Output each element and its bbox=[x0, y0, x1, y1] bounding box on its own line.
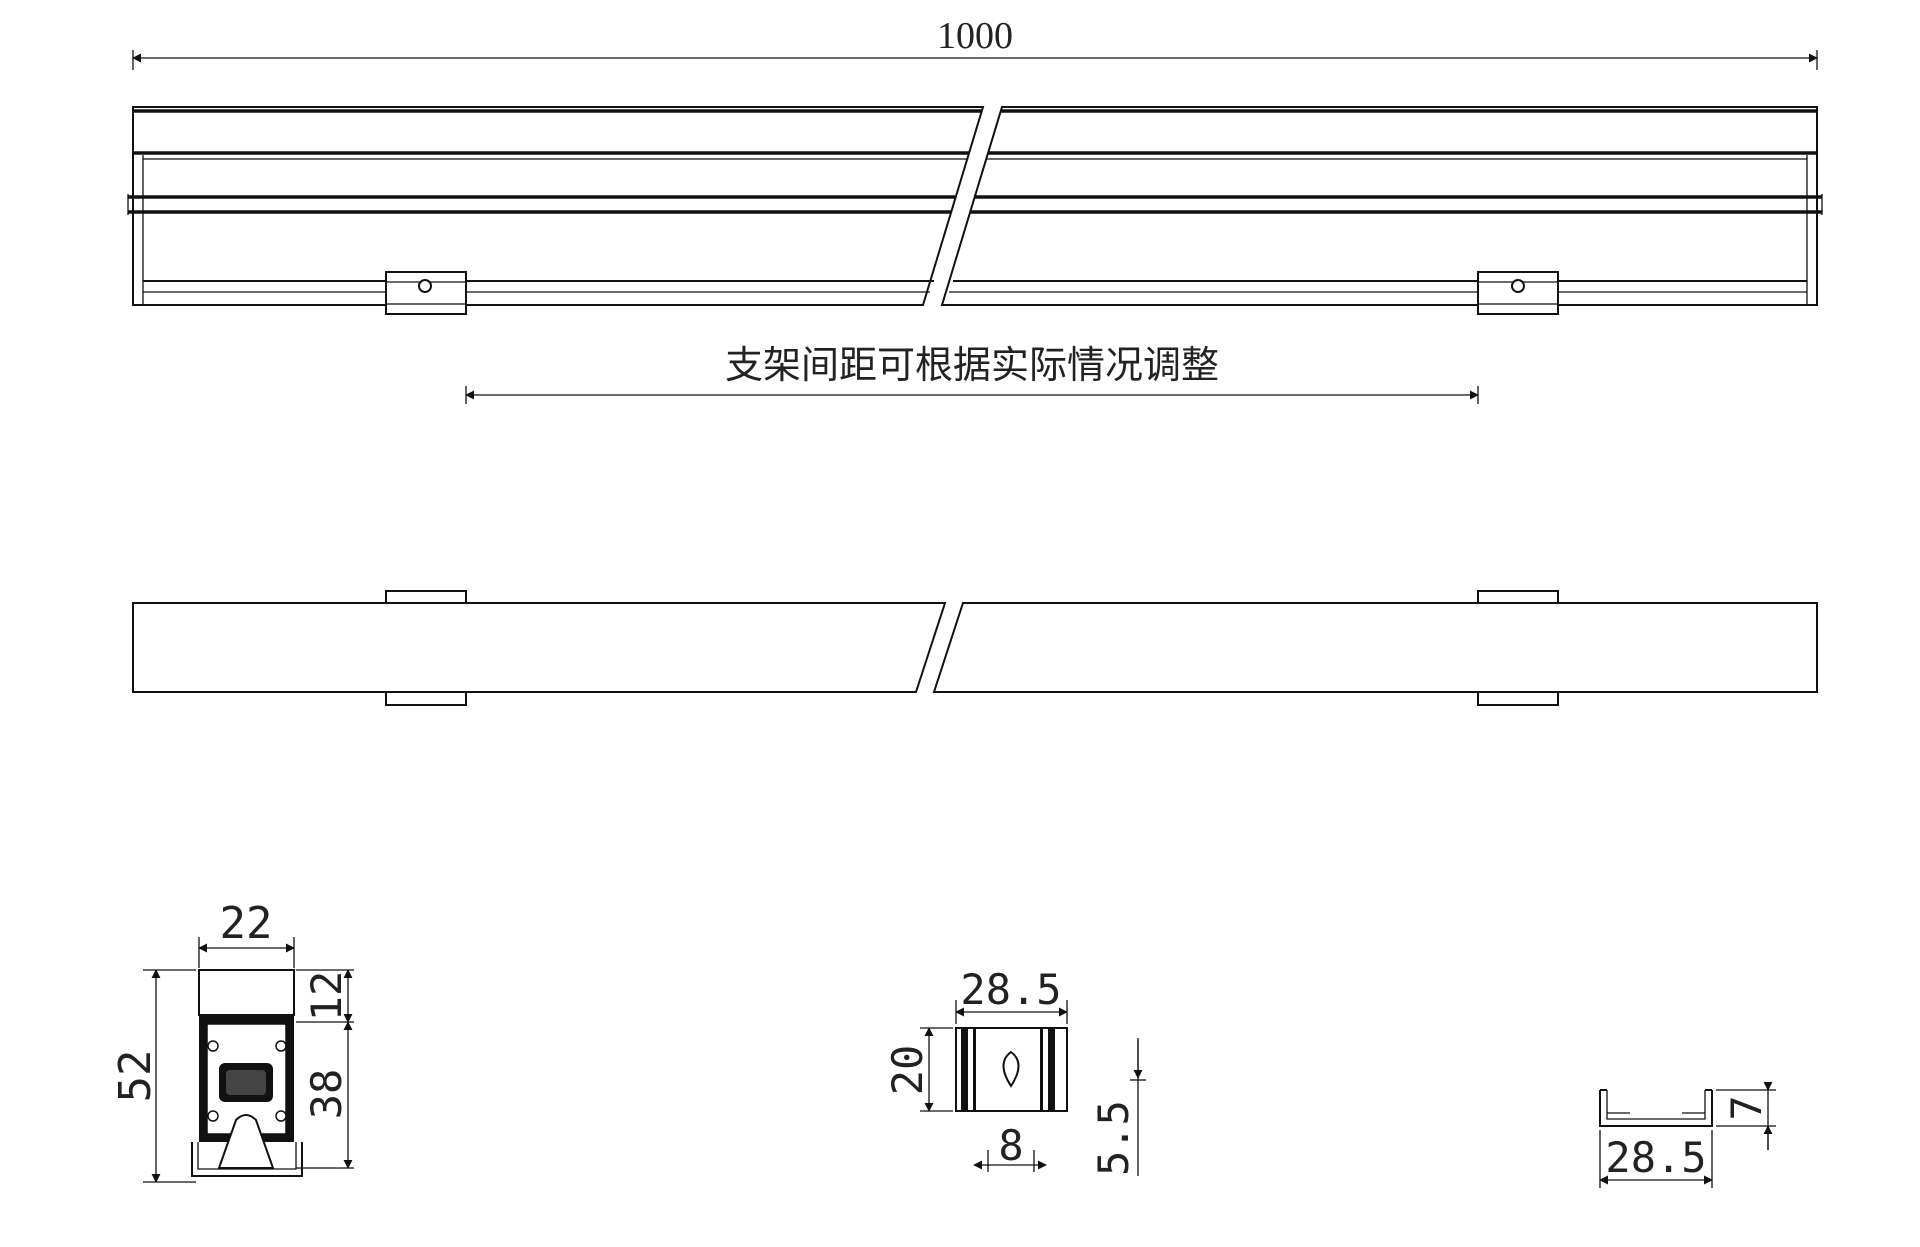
screw bbox=[275, 1110, 287, 1122]
bracket-left-lower bbox=[385, 691, 467, 706]
bracket-right-top bbox=[1477, 271, 1559, 315]
bracket-slot bbox=[1002, 1050, 1020, 1088]
bracket-height-label: 20 bbox=[883, 1045, 932, 1096]
side-view bbox=[132, 590, 1818, 706]
channel-width-label: 28.5 bbox=[1605, 1133, 1706, 1182]
top-bar-right bbox=[940, 106, 1823, 306]
end-cap-top bbox=[198, 969, 295, 1016]
bracket-detail: 28.5 20 8 5.5 bbox=[883, 965, 1146, 1176]
bracket-right-upper bbox=[1477, 590, 1559, 604]
length-label: 1000 bbox=[937, 15, 1013, 57]
channel-detail: 7 28.5 bbox=[1599, 1081, 1776, 1188]
screw bbox=[207, 1040, 219, 1052]
bracket-left-top bbox=[385, 271, 467, 315]
bracket-right-lower bbox=[1477, 691, 1559, 706]
end-top-part-label: 12 bbox=[302, 971, 351, 1022]
channel-height-label: 7 bbox=[1722, 1095, 1771, 1120]
bracket-note: 支架间距可根据实际情况调整 bbox=[725, 343, 1219, 387]
end-width-label: 22 bbox=[220, 898, 273, 949]
bracket-spacing-dimension: 支架间距可根据实际情况调整 bbox=[465, 343, 1479, 404]
screw-hole bbox=[418, 279, 432, 293]
screw bbox=[275, 1040, 287, 1052]
top-bar-left bbox=[127, 106, 985, 306]
bracket-left-upper bbox=[385, 590, 467, 604]
bracket-slot-label: 8 bbox=[998, 1121, 1023, 1170]
end-height-label: 52 bbox=[110, 1050, 161, 1103]
bracket-depth-label: 5.5 bbox=[1089, 1100, 1138, 1176]
end-body-part-label: 38 bbox=[302, 1069, 351, 1120]
length-dimension: 1000 bbox=[132, 15, 1818, 70]
screw bbox=[207, 1110, 219, 1122]
top-view: 1000 bbox=[127, 15, 1823, 404]
screw-hole bbox=[1511, 279, 1525, 293]
end-section: 22 52 12 38 bbox=[110, 898, 354, 1183]
bracket-width-label: 28.5 bbox=[960, 965, 1061, 1014]
